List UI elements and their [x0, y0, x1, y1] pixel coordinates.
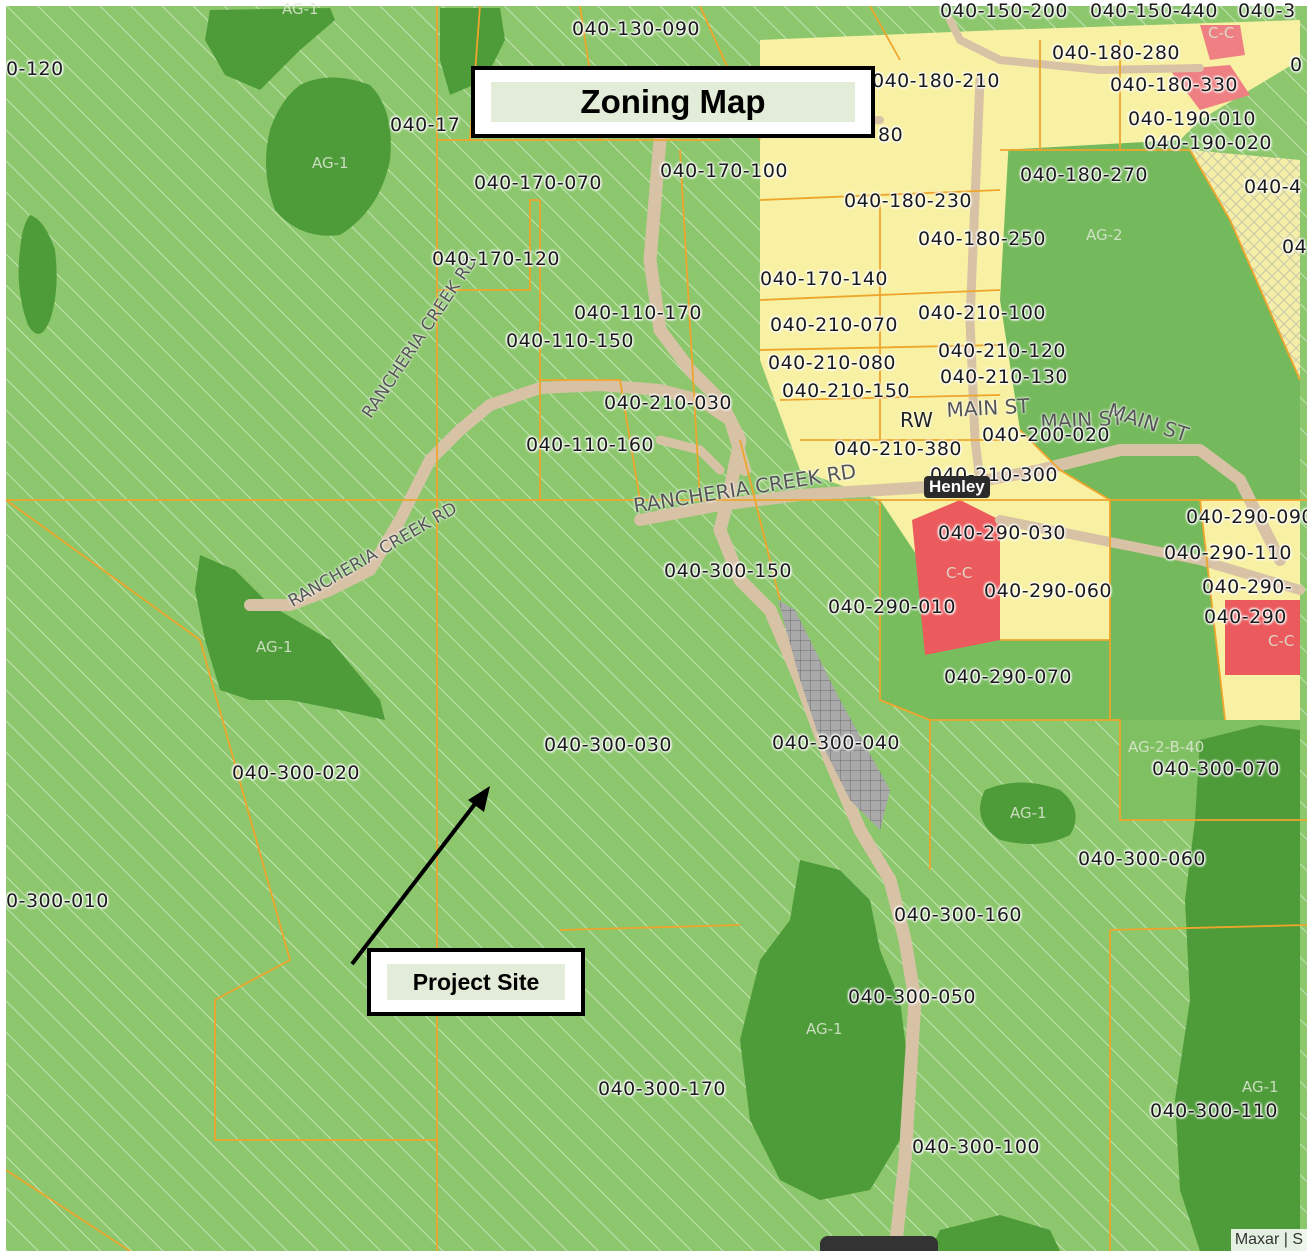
- parcel-label: 040-300-020: [232, 762, 361, 784]
- ag1-patch: [205, 8, 335, 90]
- zone-label: AG-1: [256, 638, 293, 656]
- parcel-label: 040-290-030: [938, 522, 1067, 544]
- parcel-label: 040-190-010: [1128, 108, 1257, 130]
- gridded-parcel: [778, 600, 890, 830]
- ag1-patch: [440, 8, 505, 95]
- parcel-label: 040-180-230: [844, 190, 973, 212]
- parcel-label: 040-170-140: [760, 268, 889, 290]
- parcel-label: 040-110-150: [506, 330, 635, 352]
- parcel-label: 040-210-130: [940, 366, 1069, 388]
- parcel-lines: [5, 5, 1307, 1251]
- parcel-label: 040-180-250: [918, 228, 1047, 250]
- map-title: Zoning Map: [491, 82, 855, 122]
- parcel-label: 040-150-440: [1090, 0, 1219, 22]
- parcel-label: 040-300-100: [912, 1136, 1041, 1158]
- parcel-label: 040-290-: [1202, 576, 1293, 598]
- zone-label: AG-1: [1242, 1078, 1279, 1096]
- zone-label: AG-1: [282, 0, 319, 18]
- project-site-box: Project Site: [367, 948, 585, 1016]
- parcel-label: 040-200-020: [982, 424, 1111, 446]
- parcel-label: 040-300-110: [1150, 1100, 1279, 1122]
- parcel-label: 040-210-100: [918, 302, 1047, 324]
- commercial-zone-north2: [1170, 65, 1250, 110]
- map-control-button[interactable]: [820, 1236, 938, 1251]
- zone-label: AG-2: [1086, 226, 1123, 244]
- parcel-label: 040-110-160: [526, 434, 655, 456]
- ag1-patch: [18, 215, 57, 334]
- parcel-label: 040-290-070: [944, 666, 1073, 688]
- parcel-label: 040-210-030: [604, 392, 733, 414]
- map-title-box: Zoning Map: [471, 66, 875, 138]
- ag1-patch: [930, 1215, 1060, 1251]
- residential-hatched-zone: [1190, 150, 1300, 380]
- parcel-label: 040-210-080: [768, 352, 897, 374]
- parcel-label: 040-180-270: [1020, 164, 1149, 186]
- parcel-label: 040-210-380: [834, 438, 963, 460]
- zone-label: AG-1: [312, 154, 349, 172]
- parcel-label: 040-130-090: [572, 18, 701, 40]
- zone-label: C-C: [1268, 632, 1295, 650]
- ag1-patch: [1175, 725, 1300, 1251]
- parcel-label: 040-300-040: [772, 732, 901, 754]
- parcel-label: 80: [878, 124, 904, 146]
- parcel-label: 040-3: [1238, 0, 1296, 22]
- ag1-patch: [740, 860, 910, 1200]
- parcel-label: 040-170-070: [474, 172, 603, 194]
- commercial-zone-north: [1200, 25, 1245, 60]
- zone-label: C-C: [1208, 24, 1235, 42]
- zone-label: AG-1: [1010, 804, 1047, 822]
- ag1-patch: [980, 782, 1076, 844]
- parcel-label: 040-190-020: [1144, 132, 1273, 154]
- road-label: MAIN ST: [945, 393, 1031, 422]
- parcel-label: 040-17: [390, 114, 461, 136]
- commercial-zone: [912, 500, 1000, 655]
- parcel-label: 040-300-170: [598, 1078, 727, 1100]
- zone-label: C-C: [946, 564, 973, 582]
- parcel-label: 040-110-170: [574, 302, 703, 324]
- parcel-label: 040-180-330: [1110, 74, 1239, 96]
- parcel-label: 040-300-070: [1152, 758, 1281, 780]
- parcel-label: 040-290-090: [1186, 506, 1307, 528]
- parcel-label: 040-150-200: [940, 0, 1069, 22]
- zone-label: AG-1: [806, 1020, 843, 1038]
- parcel-label: 040-290-110: [1164, 542, 1293, 564]
- parcel-label: 040-180-210: [872, 70, 1001, 92]
- parcel-label: 04: [1282, 236, 1307, 258]
- parcel-label: 040-210-150: [782, 380, 911, 402]
- parcel-label: 040-180-280: [1052, 42, 1181, 64]
- road-label: RW: [900, 408, 933, 432]
- parcel-label: 040-300-150: [664, 560, 793, 582]
- parcel-label: 0-300-010: [6, 890, 109, 912]
- parcel-label: 040-290-010: [828, 596, 957, 618]
- parcel-label: 040-300-160: [894, 904, 1023, 926]
- parcel-label: 040-210-120: [938, 340, 1067, 362]
- parcel-label: 040-290: [1204, 606, 1287, 628]
- parcel-label: 040-170-100: [660, 160, 789, 182]
- map-attribution: Maxar | S: [1230, 1229, 1307, 1251]
- commercial-zone-east: [1225, 600, 1300, 675]
- parcel-label: 040-210-070: [770, 314, 899, 336]
- parcel-label: 0-120: [6, 58, 64, 80]
- parcel-label: 040-300-050: [848, 986, 977, 1008]
- parcel-label: 040-300-060: [1078, 848, 1207, 870]
- parcel-label: 0: [1290, 54, 1303, 76]
- parcel-label: 040-290-060: [984, 580, 1113, 602]
- zone-label: AG-2-B-40: [1128, 738, 1205, 756]
- project-site-label: Project Site: [387, 964, 565, 1000]
- parcel-label: 040-4: [1244, 176, 1302, 198]
- parcel-label: 040-300-030: [544, 734, 673, 756]
- ag1-patch: [266, 77, 391, 236]
- parcel-label: 040-170-120: [432, 248, 561, 270]
- town-marker[interactable]: Henley: [924, 476, 990, 499]
- ag1-patch: [195, 555, 385, 720]
